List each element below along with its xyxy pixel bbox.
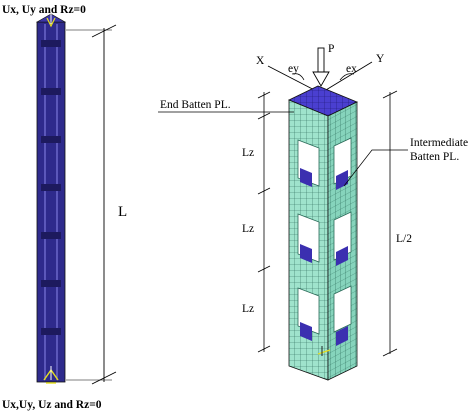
- length-dimension: [66, 24, 117, 385]
- side-face-openings: [333, 137, 352, 333]
- half-length-dimension: [382, 90, 398, 357]
- left-column-battens: [41, 40, 61, 335]
- bottom-support-icon: [43, 366, 59, 384]
- spacing-label-3: Lz: [242, 303, 254, 315]
- top-support-label: Ux, Uy and Rz=0: [2, 4, 86, 16]
- ex-eccentricity-arc: [339, 73, 355, 81]
- spacing-label-2: Lz: [242, 223, 254, 235]
- top-support-icon: [46, 14, 56, 28]
- ex-label: ex: [346, 63, 357, 75]
- ey-label: ey: [288, 63, 299, 75]
- base-support-icon: [317, 346, 331, 356]
- intermediate-batten-label-line1: Intermediate: [410, 137, 468, 149]
- load-arrow-icon: [312, 47, 330, 87]
- intermediate-batten-plates: [300, 168, 348, 346]
- y-axis-label: Y: [376, 53, 385, 65]
- x-axis-label: X: [256, 55, 265, 67]
- half-length-label: L/2: [396, 233, 412, 245]
- intermediate-batten-label-line2: Batten PL.: [410, 151, 459, 163]
- end-batten-label: End Batten PL.: [160, 99, 231, 111]
- right-column-model: P X Y ey ex: [158, 43, 468, 381]
- left-column-model: Ux, Uy and Rz=0 Ux,Uy, Uz: [2, 4, 127, 411]
- bottom-support-label: Ux,Uy, Uz and Rz=0: [2, 399, 102, 411]
- lz-dimension: [257, 91, 271, 353]
- spacing-label-1: Lz: [242, 147, 254, 159]
- load-label: P: [328, 43, 334, 55]
- length-label: L: [118, 204, 127, 220]
- intermediate-batten-leader: [343, 149, 408, 187]
- left-column-body: [36, 21, 66, 383]
- ey-eccentricity-arc: [291, 73, 305, 81]
